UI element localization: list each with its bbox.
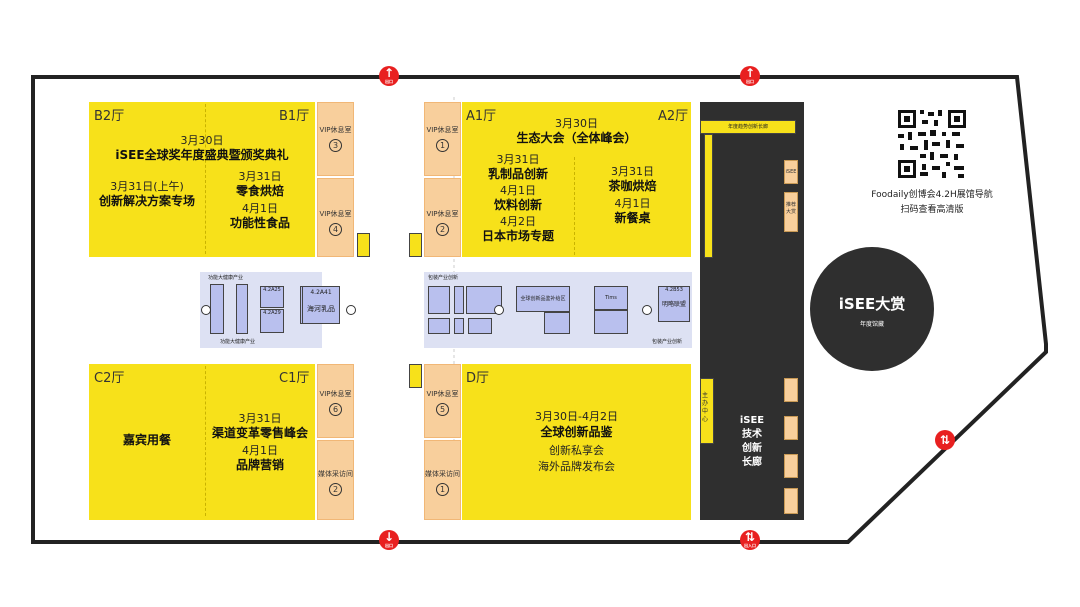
booth-right-5[interactable]	[454, 318, 464, 334]
media-room-2[interactable]: 媒体采访间 2	[317, 440, 354, 520]
small-booth-d[interactable]	[409, 364, 422, 388]
hall-b-date2: 3月31日(上午)	[110, 180, 184, 193]
hall-b2-label: B2厅	[94, 109, 125, 124]
exit-bottom-left[interactable]: ↓出口	[379, 530, 399, 550]
booth-right-2[interactable]	[454, 286, 464, 314]
hall-a2-label: A2厅	[658, 109, 689, 124]
gallery-booth-3[interactable]	[784, 454, 798, 478]
exit-top-left[interactable]: ↑出口	[379, 66, 399, 86]
hall-a-event5: 茶咖烘焙	[608, 179, 657, 193]
isee-award-hall[interactable]: iSEE大赏 年度馆藏	[810, 247, 934, 371]
gallery-booth-4[interactable]	[784, 488, 798, 514]
booth-area-left-bottom-label: 功能大健康产业	[220, 339, 256, 345]
qr-code[interactable]	[896, 108, 968, 180]
vip-room-1[interactable]: VIP休息室 1	[424, 102, 461, 176]
booth-area-right-top-label: 包装产业创新	[428, 275, 459, 281]
qr-caption-2: 扫码查看高清版	[900, 205, 964, 215]
booth-right-7[interactable]	[544, 312, 570, 334]
hall-c2-label: C2厅	[94, 371, 125, 386]
hall-b-date1: 3月30日	[180, 134, 224, 147]
exit-diagonal[interactable]: ⇅	[935, 430, 955, 450]
booth-left-col2[interactable]	[236, 284, 248, 334]
gallery-left-strip[interactable]	[704, 134, 713, 258]
hall-a-event4: 日本市场专题	[481, 229, 554, 243]
hall-b[interactable]: B2厅 B1厅 3月30日 iSEE全球奖年度盛典暨颁奖典礼 3月31日(上午)…	[89, 102, 315, 257]
booth-right-1[interactable]	[428, 286, 450, 314]
booth-a25[interactable]: 4.2A25	[260, 286, 284, 308]
hall-d-event1: 全球创新品鉴	[540, 425, 613, 439]
hall-d-event3: 海外品牌发布会	[538, 460, 615, 473]
vip-room-3[interactable]: VIP休息室 3	[317, 102, 354, 176]
hall-a-date2: 3月31日	[496, 153, 540, 166]
hall-c[interactable]: C2厅 C1厅 嘉宾用餐 3月31日 渠道变革零售峰会 4月1日 品牌营销	[89, 364, 315, 520]
gallery-isee-small[interactable]: iSEE	[784, 160, 798, 184]
exit-bottom-right[interactable]: ⇅出入口	[740, 530, 760, 550]
hall-b1-label: B1厅	[279, 109, 310, 124]
booth-a29[interactable]: 4.2A29	[260, 309, 284, 333]
hall-d-event2: 创新私享会	[549, 444, 604, 457]
vip-room-5[interactable]: VIP休息室 5	[424, 364, 461, 438]
hall-c-event3: 品牌营销	[235, 458, 284, 472]
hall-a-date1: 3月30日	[555, 117, 598, 130]
hall-b-event4: 功能性食品	[229, 216, 290, 230]
pillar-right-2	[642, 305, 652, 315]
award-title: iSEE大赏	[838, 295, 906, 313]
hall-d[interactable]: D厅 3月30日-4月2日 全球创新品鉴 创新私享会 海外品牌发布会	[462, 364, 691, 520]
gallery-top-banner[interactable]: 年度趋势创新长廊	[700, 120, 796, 134]
booth-left-col1[interactable]	[210, 284, 224, 334]
booth-area-left-top-label: 功能大健康产业	[208, 275, 244, 281]
pillar-left-2	[346, 305, 356, 315]
hall-d-label: D厅	[466, 371, 490, 386]
gallery-tech-label: iSEE 技术 创新 长廊	[739, 415, 765, 468]
exit-top-right[interactable]: ↑出口	[740, 66, 760, 86]
booth-global-tasting[interactable]: 全球创新品鉴补给区	[516, 286, 570, 312]
vip-room-4[interactable]: VIP休息室 4	[317, 178, 354, 257]
pillar-right-1	[494, 305, 504, 315]
hall-a-date4: 4月2日	[500, 215, 536, 228]
booth-a41-card[interactable]: 4.2A41 海河乳品	[302, 286, 340, 324]
hall-a1-label: A1厅	[466, 109, 497, 124]
hall-a-date3: 4月1日	[500, 184, 536, 197]
gallery-main-center[interactable]	[700, 378, 714, 444]
hall-b-event2: 创新解决方案专场	[98, 194, 195, 208]
hall-b-date3: 3月31日	[238, 170, 282, 183]
booth-area-right-bottom-label: 包装产业创新	[652, 339, 683, 345]
hall-a[interactable]: A1厅 A2厅 3月30日 生态大会（全体峰会） 3月31日 乳制品创新 4月1…	[462, 102, 691, 257]
gallery-booth-1[interactable]	[784, 378, 798, 402]
hall-c-event2: 渠道变革零售峰会	[211, 426, 308, 440]
pillar-left-1	[201, 305, 211, 315]
gallery-main-center-label: 主办中心	[702, 392, 709, 423]
gallery-side-booth[interactable]: 推荐大赏	[784, 192, 798, 232]
innovation-gallery[interactable]: 年度趋势创新长廊 iSEE 推荐大赏 主办中心 iSEE 技术 创新 长廊	[700, 102, 804, 520]
media-room-1[interactable]: 媒体采访间 1	[424, 440, 461, 520]
hall-a-event2: 乳制品创新	[487, 167, 548, 181]
booth-right-6[interactable]	[468, 318, 492, 334]
hall-c1-label: C1厅	[279, 371, 310, 386]
hall-b-event3: 零食烘焙	[235, 184, 284, 198]
hall-a-date5: 3月31日	[611, 165, 654, 178]
booth-tims[interactable]: Tims	[594, 286, 628, 310]
booth-right-8[interactable]	[594, 310, 628, 334]
hall-a-event3: 饮料创新	[493, 198, 542, 212]
booth-right-4[interactable]	[428, 318, 450, 334]
hall-a-event1: 生态大会（全体峰会）	[516, 131, 637, 145]
hall-c-date2: 3月31日	[238, 412, 282, 425]
qr-caption-1: Foodaily创博会4.2H展馆导航	[871, 190, 993, 200]
vip-room-6[interactable]: VIP休息室 6	[317, 364, 354, 438]
award-subtitle: 年度馆藏	[859, 321, 884, 328]
hall-b-event1: iSEE全球奖年度盛典暨颁奖典礼	[115, 148, 289, 162]
vip-room-2[interactable]: VIP休息室 2	[424, 178, 461, 257]
gallery-booth-2[interactable]	[784, 416, 798, 440]
hall-a-event6: 新餐桌	[614, 211, 651, 225]
hall-d-date1: 3月30日-4月2日	[535, 410, 618, 423]
hall-a-date6: 4月1日	[614, 197, 651, 210]
hall-c-date3: 4月1日	[242, 444, 278, 457]
small-booth-a[interactable]	[409, 233, 422, 257]
hall-b-date4: 4月1日	[242, 202, 278, 215]
small-booth-b[interactable]	[357, 233, 370, 257]
hall-c-event1: 嘉宾用餐	[122, 433, 171, 447]
booth-b53[interactable]: 4.2B53 明略联盟	[658, 286, 690, 322]
